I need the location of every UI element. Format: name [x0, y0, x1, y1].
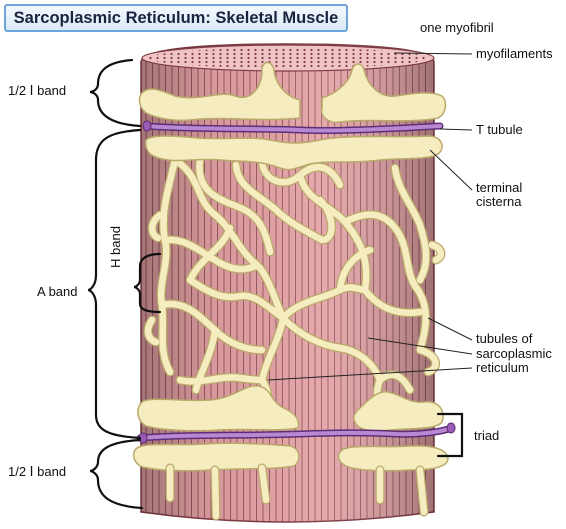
- leader-lines: [267, 52, 473, 381]
- label-myofilaments: myofilaments: [476, 46, 553, 61]
- label-h-band: H band: [108, 226, 123, 268]
- bracket-half-i-band-top: [89, 58, 142, 128]
- band-brackets: [87, 58, 464, 510]
- label-a-band: A band: [37, 284, 78, 299]
- terminal-cisterna-top-left: [138, 61, 301, 122]
- sarcoplasmic-reticulum-network: [148, 155, 441, 410]
- label-terminal: terminal: [476, 180, 523, 195]
- terminal-cisterna-bottom-left: [132, 442, 300, 472]
- leader-terminal-cisterna: [429, 149, 473, 191]
- title-box: Sarcoplasmic Reticulum: Skeletal Muscle: [4, 4, 348, 32]
- bracket-a-band: [87, 128, 142, 440]
- label-tubules-of: tubules of: [476, 331, 533, 346]
- label-one-myofibril: one myofibril: [420, 20, 494, 35]
- bracket-half-i-band-bottom: [89, 438, 144, 510]
- terminal-cisterna-top-right: [320, 63, 447, 124]
- label-reticulum: reticulum: [476, 360, 529, 375]
- terminal-cisternae: [132, 61, 449, 521]
- label-half-i-band-top: 1/2 Ⅰ band: [8, 83, 67, 98]
- bracket-h-band: [133, 252, 162, 314]
- leader-tubules-3: [267, 367, 473, 381]
- leader-tubules-1: [427, 317, 473, 341]
- terminal-cisterna-bottom-right: [337, 445, 449, 472]
- terminal-cisterna-lower-left: [137, 385, 300, 432]
- leader-tubules-2: [367, 337, 473, 355]
- label-sarcoplasmic: sarcoplasmic: [476, 346, 552, 361]
- t-tubules: [136, 120, 456, 444]
- leader-myofilaments: [393, 52, 473, 55]
- label-t-tubule: T tubule: [476, 122, 523, 137]
- label-half-i-band-bottom: 1/2 Ⅰ band: [8, 464, 67, 479]
- terminal-cisterna-upper-band: [145, 135, 443, 171]
- label-cisterna: cisterna: [476, 194, 522, 209]
- leader-t-tubule: [439, 128, 473, 131]
- terminal-cisterna-lower-right: [353, 391, 444, 432]
- bracket-triad: [436, 412, 464, 458]
- diagram-title: Sarcoplasmic Reticulum: Skeletal Muscle: [13, 8, 339, 27]
- label-triad: triad: [474, 428, 500, 443]
